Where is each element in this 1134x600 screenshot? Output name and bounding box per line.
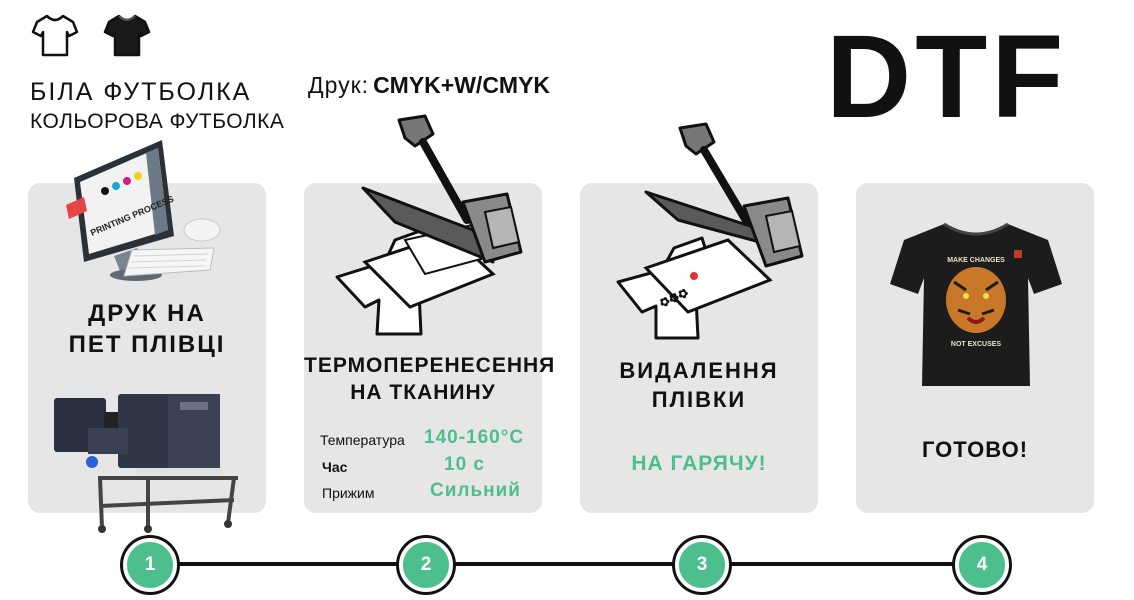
heat-press-icon	[335, 114, 523, 336]
timeline-line	[148, 562, 980, 566]
param-pressure: Прижим Сильний	[304, 480, 542, 506]
shirt-print-bottom-text: NOT EXCUSES	[951, 341, 1002, 348]
param-pressure-label: Прижим	[322, 485, 375, 501]
param-time: Час 10 с	[304, 454, 542, 480]
computer-monitor-icon: PRINTING PROCESS	[66, 140, 221, 281]
step-marker-2: 2	[399, 538, 453, 592]
color-tshirt-label: КОЛЬОРОВА ФУТБОЛКА	[30, 110, 285, 133]
dtf-printer-icon	[54, 394, 238, 533]
step-3-title: ВИДАЛЕННЯ ПЛІВКИ	[619, 358, 779, 412]
param-temperature: Температура 140-160°C	[304, 427, 542, 453]
white-tshirt-icon	[31, 14, 79, 57]
param-pressure-value: Сильний	[430, 480, 521, 501]
print-mode: Друк:CMYK+W/CMYK	[308, 72, 550, 99]
step-2-title: ТЕРМОПЕРЕНЕСЕННЯ НА ТКАНИНУ	[304, 354, 556, 405]
finished-tshirt-icon: MAKE CHANGES NOT EXCUSES	[890, 222, 1062, 386]
param-temperature-value: 140-160°C	[424, 427, 525, 448]
step-marker-1: 1	[123, 538, 177, 592]
shirt-print-top-text: MAKE CHANGES	[947, 257, 1005, 264]
step-marker-4: 4	[955, 538, 1009, 592]
print-mode-value: CMYK+W/CMYK	[373, 72, 551, 98]
param-temperature-label: Температура	[320, 432, 405, 448]
step-1-title: ДРУК НА ПЕТ ПЛІВЦІ	[68, 300, 226, 359]
print-mode-prefix: Друк:	[308, 72, 370, 98]
white-tshirt-label: БІЛА ФУТБОЛКА	[30, 78, 252, 106]
keyboard-icon	[123, 247, 215, 277]
dtf-logo: DTF	[826, 11, 1068, 143]
param-time-label: Час	[322, 459, 348, 475]
step-3-note: НА ГАРЯЧУ!	[631, 452, 767, 475]
black-tshirt-icon	[103, 14, 151, 57]
param-time-value: 10 с	[444, 454, 485, 475]
step-4-title: ГОТОВО!	[921, 437, 1029, 462]
heat-press-open-icon: ✿✿✿	[616, 122, 804, 340]
step-marker-3: 3	[675, 538, 729, 592]
